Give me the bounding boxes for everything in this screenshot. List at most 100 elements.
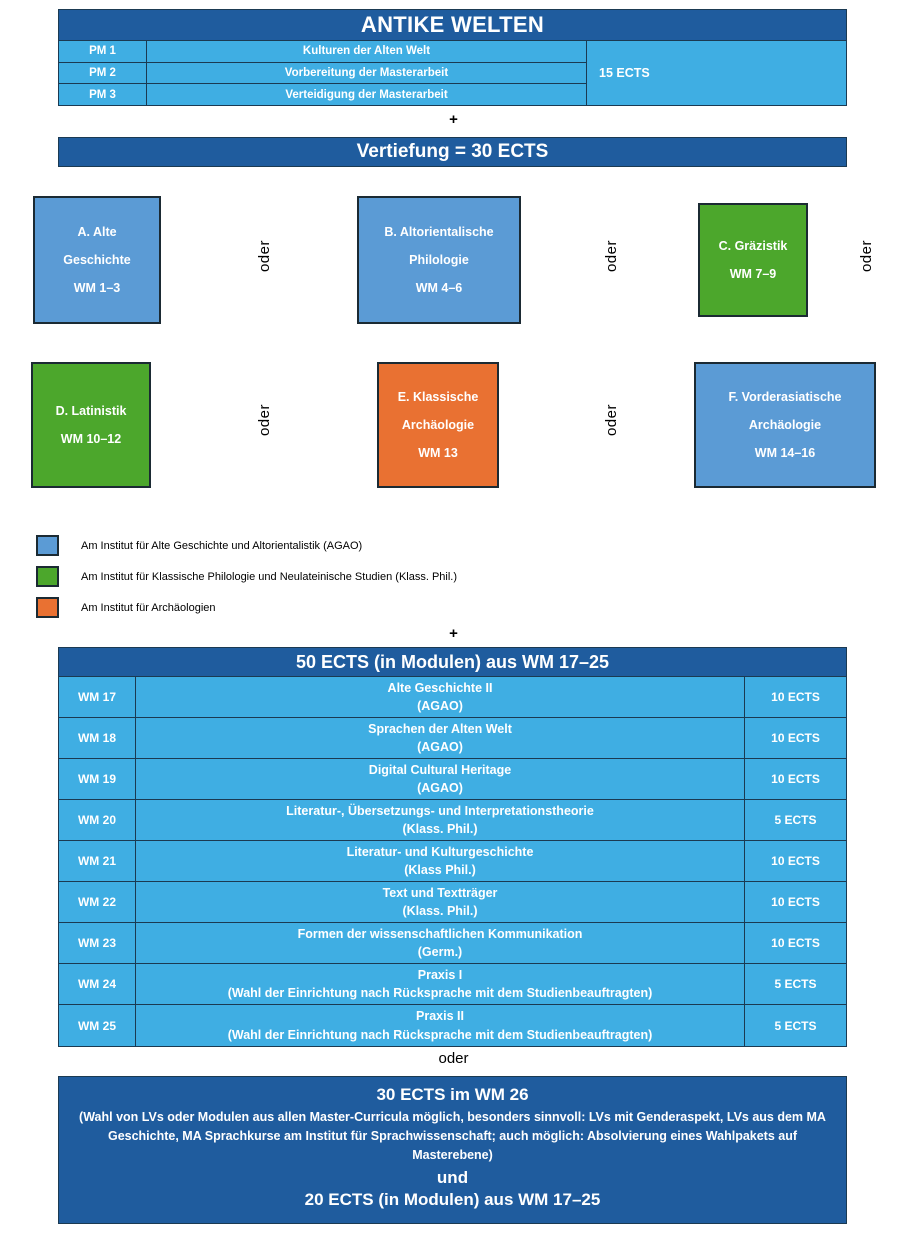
pm-code: PM 2	[59, 62, 147, 84]
wm26-headline: 30 ECTS im WM 26	[376, 1085, 529, 1104]
wm-title-cell: Literatur- und Kulturgeschichte (Klass P…	[136, 841, 745, 881]
wm-code: WM 24	[59, 964, 136, 1004]
wm-code: WM 21	[59, 841, 136, 881]
wm-ects: 10 ECTS	[745, 718, 846, 758]
table-row: WM 22 Text und Textträger (Klass. Phil.)…	[59, 882, 846, 923]
wm-title-sub: (AGAO)	[417, 699, 463, 713]
wm-title-main: Sprachen der Alten Welt	[368, 721, 512, 736]
wm26-paragraph: (Wahl von LVs oder Modulen aus allen Mas…	[79, 1110, 826, 1162]
oder-separator-vertical: oder	[603, 404, 620, 437]
wm-code: WM 23	[59, 923, 136, 963]
wm-code: WM 18	[59, 718, 136, 758]
plus-separator: +	[449, 111, 458, 128]
spec-line: WM 10–12	[60, 432, 122, 446]
table-row: WM 21 Literatur- und Kulturgeschichte (K…	[59, 841, 846, 882]
spec-line: A. Alte	[77, 224, 117, 239]
wm-table-header: 50 ECTS (in Modulen) aus WM 17–25	[58, 647, 847, 677]
legend-item-agao: Am Institut für Alte Geschichte und Alto…	[36, 535, 362, 556]
wm-ects: 5 ECTS	[745, 1005, 846, 1046]
spec-line: Philologie	[409, 252, 469, 267]
oder-separator-vertical: oder	[858, 240, 875, 273]
wm-title-sub: (Germ.)	[417, 945, 463, 959]
table-row: WM 24 Praxis I (Wahl der Einrichtung nac…	[59, 964, 846, 1005]
specialization-box-f[interactable]: F. Vorderasiatische Archäologie WM 14–16	[694, 362, 876, 488]
wm-title-main: Text und Textträger	[382, 885, 498, 900]
wm-title-cell: Praxis I (Wahl der Einrichtung nach Rück…	[136, 964, 745, 1004]
legend-item-archaeologien: Am Institut für Archäologien	[36, 597, 216, 618]
spec-line: WM 7–9	[729, 267, 777, 281]
oder-separator-vertical: oder	[256, 240, 273, 273]
wm-code: WM 22	[59, 882, 136, 922]
legend-swatch-orange-icon	[36, 597, 59, 618]
spec-line: F. Vorderasiatische	[728, 389, 842, 404]
wm-ects: 10 ECTS	[745, 677, 846, 717]
wm-title-sub: (Klass. Phil.)	[402, 822, 478, 836]
pm-name: Verteidigung der Masterarbeit	[147, 84, 586, 106]
spec-line: WM 13	[418, 446, 458, 461]
spec-line: Archäologie	[401, 417, 475, 432]
oder-separator: oder	[438, 1050, 469, 1067]
wm-title-cell: Formen der wissenschaftlichen Kommunikat…	[136, 923, 745, 963]
table-row: PM 1 Kulturen der Alten Welt	[59, 41, 586, 63]
pm-ects-total: 15 ECTS	[586, 41, 846, 105]
spec-line: WM 14–16	[754, 446, 816, 461]
wm-title-sub: (Klass Phil.)	[404, 863, 476, 877]
spec-line: D. Latinistik	[55, 403, 127, 418]
wm-title-cell: Text und Textträger (Klass. Phil.)	[136, 882, 745, 922]
spec-line: E. Klassische	[397, 389, 479, 404]
legend-swatch-blue-icon	[36, 535, 59, 556]
pm-table: PM 1 Kulturen der Alten Welt PM 2 Vorber…	[58, 41, 847, 106]
wm-code: WM 17	[59, 677, 136, 717]
pm-code: PM 1	[59, 41, 147, 62]
wm-title-sub: (AGAO)	[417, 781, 463, 795]
wm-ects: 10 ECTS	[745, 923, 846, 963]
spec-line: Geschichte	[63, 252, 131, 267]
spec-line: WM 4–6	[415, 281, 463, 296]
wm-title-sub: (Wahl der Einrichtung nach Rücksprache m…	[227, 986, 653, 1000]
wm-title-main: Praxis I	[417, 967, 463, 982]
wm-title-sub: (AGAO)	[417, 740, 463, 754]
wm26-block: 30 ECTS im WM 26 (Wahl von LVs oder Modu…	[58, 1076, 847, 1224]
specialization-box-d[interactable]: D. Latinistik WM 10–12	[31, 362, 151, 488]
wm-ects: 10 ECTS	[745, 759, 846, 799]
legend-label: Am Institut für Klassische Philologie un…	[81, 570, 458, 583]
table-row: WM 18 Sprachen der Alten Welt (AGAO) 10 …	[59, 718, 846, 759]
legend-label: Am Institut für Archäologien	[81, 601, 216, 614]
wm-title-sub: (Klass. Phil.)	[402, 904, 478, 918]
wm-ects: 5 ECTS	[745, 964, 846, 1004]
wm-title-cell: Digital Cultural Heritage (AGAO)	[136, 759, 745, 799]
wm-title-cell: Praxis II (Wahl der Einrichtung nach Rüc…	[136, 1005, 745, 1046]
specialization-box-b[interactable]: B. Altorientalische Philologie WM 4–6	[357, 196, 521, 324]
plus-separator: +	[449, 625, 458, 642]
wm-title-main: Formen der wissenschaftlichen Kommunikat…	[297, 926, 583, 941]
pm-table-rows: PM 1 Kulturen der Alten Welt PM 2 Vorber…	[59, 41, 586, 106]
wm26-footline: 20 ECTS (in Modulen) aus WM 17–25	[304, 1190, 601, 1210]
wm-code: WM 25	[59, 1005, 136, 1046]
wm-title-main: Digital Cultural Heritage	[368, 762, 512, 777]
specialization-box-e[interactable]: E. Klassische Archäologie WM 13	[377, 362, 499, 488]
specialization-box-c[interactable]: C. Gräzistik WM 7–9	[698, 203, 808, 317]
table-row: WM 20 Literatur-, Übersetzungs- und Inte…	[59, 800, 846, 841]
table-row: WM 23 Formen der wissenschaftlichen Komm…	[59, 923, 846, 964]
table-row: WM 19 Digital Cultural Heritage (AGAO) 1…	[59, 759, 846, 800]
spec-line: B. Altorientalische	[384, 224, 494, 239]
legend-swatch-green-icon	[36, 566, 59, 587]
wm-title-main: Praxis II	[416, 1009, 464, 1024]
page-title: ANTIKE WELTEN	[58, 9, 847, 41]
wm-title-main: Literatur- und Kulturgeschichte	[346, 844, 534, 859]
wm-title-cell: Literatur-, Übersetzungs- und Interpreta…	[136, 800, 745, 840]
wm-code: WM 20	[59, 800, 136, 840]
wm-table: WM 17 Alte Geschichte II (AGAO) 10 ECTS …	[58, 677, 847, 1047]
spec-line: C. Gräzistik	[718, 238, 788, 253]
table-row: WM 17 Alte Geschichte II (AGAO) 10 ECTS	[59, 677, 846, 718]
specialization-box-a[interactable]: A. Alte Geschichte WM 1–3	[33, 196, 161, 324]
wm-ects: 10 ECTS	[745, 882, 846, 922]
wm-ects: 10 ECTS	[745, 841, 846, 881]
wm-code: WM 19	[59, 759, 136, 799]
legend-item-klass-phil: Am Institut für Klassische Philologie un…	[36, 566, 457, 587]
pm-name: Vorbereitung der Masterarbeit	[147, 62, 586, 84]
table-row: PM 3 Verteidigung der Masterarbeit	[59, 84, 586, 106]
oder-separator-vertical: oder	[603, 240, 620, 273]
wm-title-cell: Sprachen der Alten Welt (AGAO)	[136, 718, 745, 758]
